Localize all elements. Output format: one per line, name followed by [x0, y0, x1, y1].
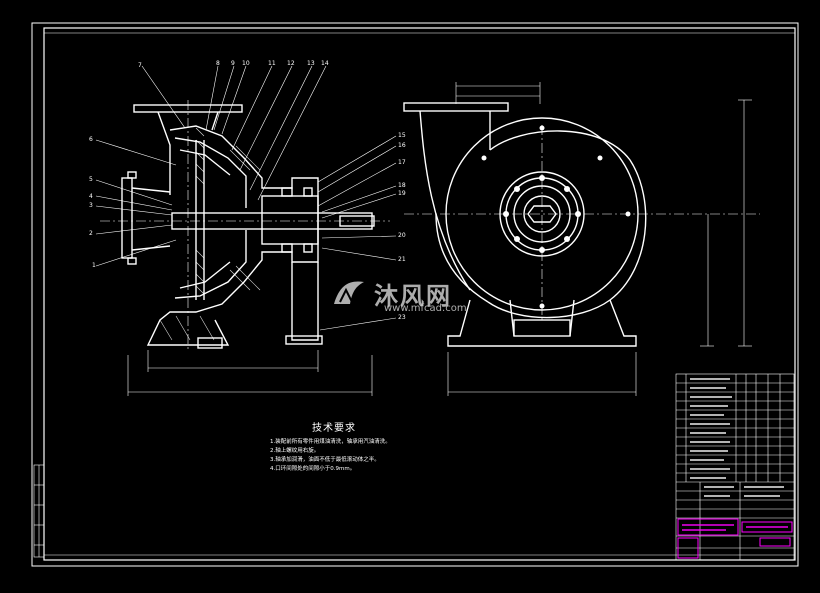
watermark-brand: 沐风网 — [374, 282, 452, 310]
requirement-item: 1.装配前所有零件用煤油清洗，轴承用汽油清洗。 — [270, 439, 391, 445]
part-number-label: 10 — [242, 60, 250, 67]
outer-frame — [31, 22, 799, 567]
leader-lines — [95, 65, 397, 331]
requirement-item: 4.口环间隙处的间隙小于0.9mm。 — [270, 466, 356, 472]
sectional-view — [121, 104, 375, 349]
part-number-label: 2 — [89, 230, 93, 237]
part-number-label: 12 — [287, 60, 295, 67]
part-number-label: 9 — [231, 60, 235, 67]
part-number-label: 5 — [89, 176, 93, 183]
part-number-label: 4 — [89, 193, 93, 200]
binding-strip — [33, 464, 45, 558]
inner-frame — [43, 27, 796, 561]
title-block-accent — [677, 518, 793, 559]
part-number-label: 1 — [92, 262, 96, 269]
part-number-label: 20 — [398, 232, 406, 239]
part-number-label: 11 — [268, 60, 276, 67]
part-number-label: 23 — [398, 314, 406, 321]
title-block-text-fill — [690, 378, 784, 497]
part-number-label: 7 — [138, 62, 142, 69]
part-number-label: 6 — [89, 136, 93, 143]
part-number-label: 16 — [398, 142, 406, 149]
part-number-label: 15 — [398, 132, 406, 139]
part-number-label: 14 — [321, 60, 329, 67]
part-number-label: 13 — [307, 60, 315, 67]
bolt-circle — [481, 125, 631, 309]
technical-requirements-list: 1.装配前所有零件用煤油清洗，轴承用汽油清洗。 2.轴上螺纹用右旋。 3.轴承加… — [270, 438, 391, 474]
watermark-logo-icon — [334, 281, 364, 304]
part-number-label: 21 — [398, 256, 406, 263]
part-number-label: 8 — [216, 60, 220, 67]
watermark-url: www.mfcad.com — [384, 303, 467, 314]
part-number-label: 3 — [89, 202, 93, 209]
dimension-lines — [127, 82, 752, 396]
requirement-item: 2.轴上螺纹用右旋。 — [270, 448, 320, 454]
title-block — [675, 373, 795, 561]
requirement-item: 3.轴承加润滑，油面不低于最低滚动体之半。 — [270, 457, 380, 463]
part-number-label: 18 — [398, 182, 406, 189]
part-number-label: 17 — [398, 159, 406, 166]
section-hatching — [159, 127, 261, 341]
technical-requirements-title: 技术要求 — [312, 423, 356, 434]
part-number-label: 19 — [398, 190, 406, 197]
